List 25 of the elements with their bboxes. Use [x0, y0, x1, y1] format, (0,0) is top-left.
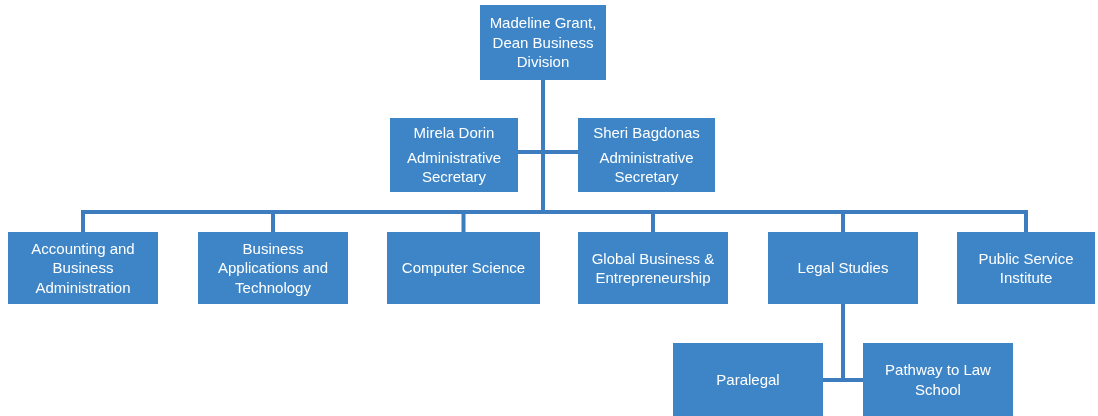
unit-name: Global Business & Entrepreneurship	[590, 248, 716, 288]
org-box	[957, 232, 1095, 304]
unit-name: Legal Studies	[797, 258, 889, 278]
unit-name: Computer Science	[401, 258, 526, 278]
org-box	[863, 343, 1013, 416]
unit-name: Madeline Grant, Dean Business Division	[488, 13, 598, 72]
unit-name: Business Applications and Technology	[216, 238, 330, 298]
unit-name: Paralegal	[716, 369, 780, 390]
unit-name: Pathway to Law School	[884, 360, 992, 399]
org-box	[480, 5, 606, 80]
unit-name: Public Service Institute	[977, 248, 1075, 288]
org-box	[8, 232, 158, 304]
unit-name: Sheri Bagdonas	[593, 123, 700, 143]
job-title: Administrative Secretary	[405, 147, 503, 187]
org-box	[198, 232, 348, 304]
connector-line	[841, 304, 863, 382]
org-box	[390, 118, 518, 192]
unit-name: Accounting and Business Administration	[30, 238, 136, 298]
job-title: Administrative Secretary	[598, 147, 695, 187]
org-box	[578, 232, 728, 304]
org-box	[387, 232, 540, 304]
org-box	[578, 118, 715, 192]
org-box	[673, 343, 823, 416]
org-box	[768, 232, 918, 304]
unit-name: Mirela Dorin	[413, 123, 495, 143]
